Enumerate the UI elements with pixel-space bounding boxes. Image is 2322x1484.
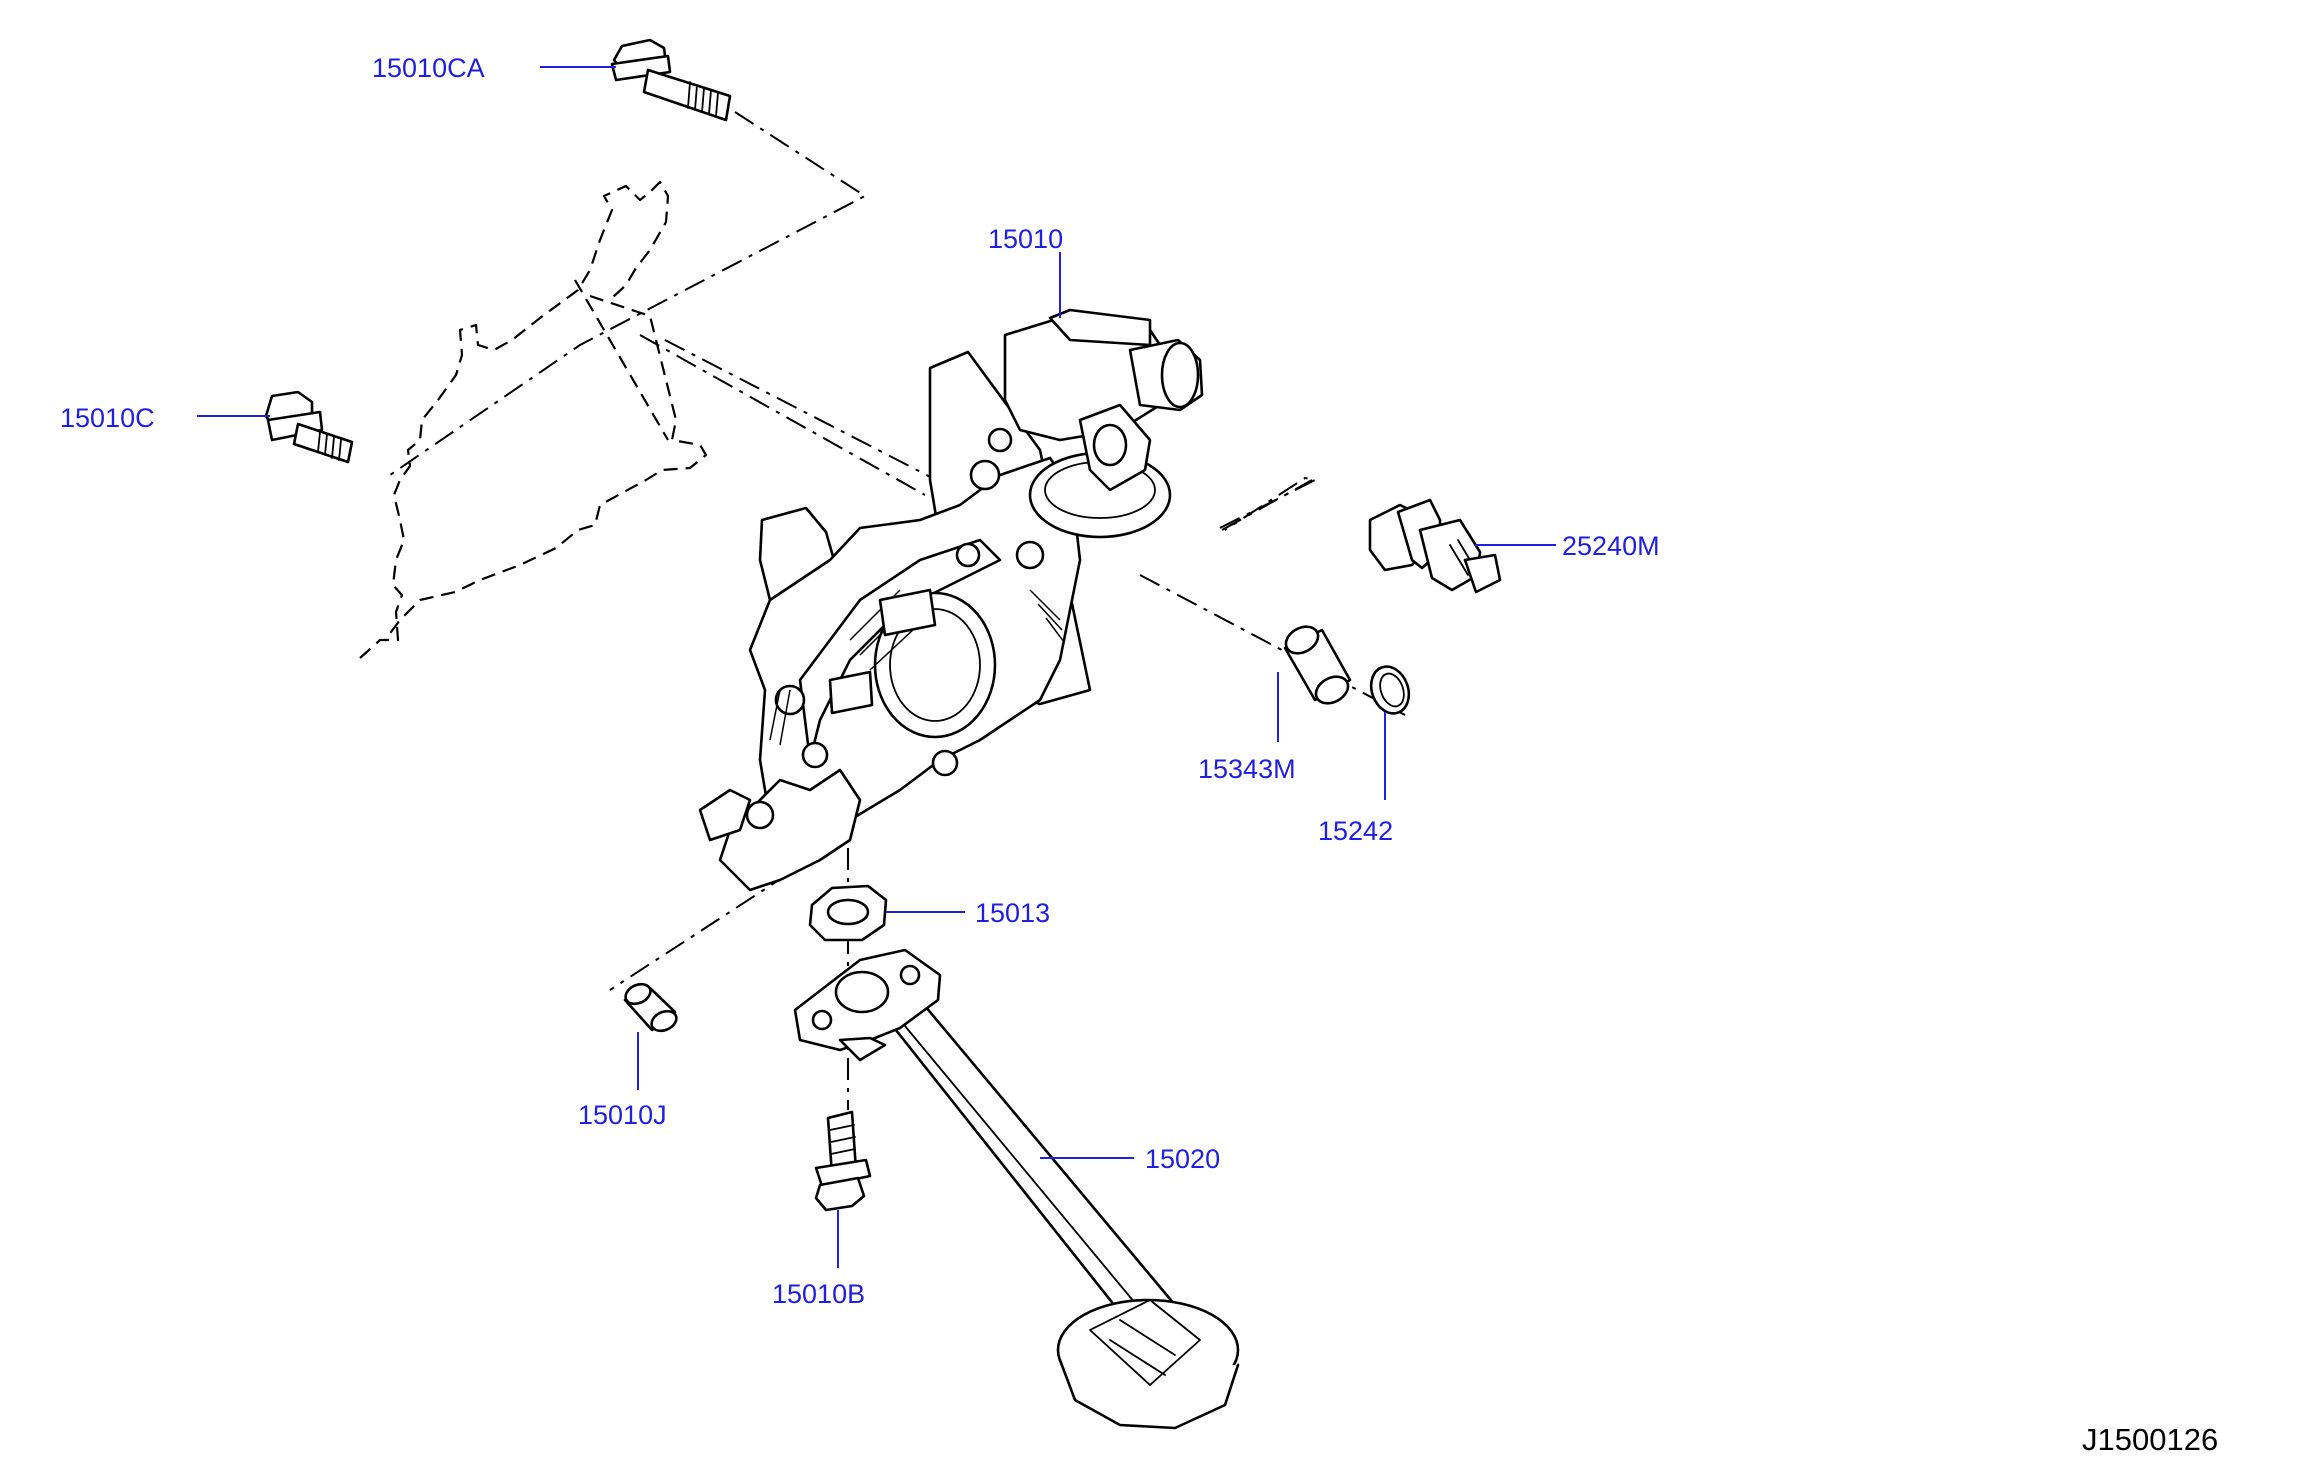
callout-15010CA[interactable]: 15010CA (372, 53, 485, 83)
bolt-15010C[interactable] (264, 390, 354, 464)
oil-pump-15010[interactable] (698, 308, 1204, 892)
leader-lines (197, 66, 1556, 1268)
callout-15013[interactable]: 15013 (975, 898, 1050, 928)
callout-labels: 15010CA 15010C 15010 25240M 15343M 15242… (60, 53, 1660, 1309)
relief-plug-15343M[interactable] (1281, 621, 1352, 708)
pressure-switch-25240M[interactable] (1368, 498, 1502, 594)
diagram-code: J1500126 (2082, 1422, 2218, 1457)
callout-15010B[interactable]: 15010B (772, 1279, 865, 1309)
gasket-15013[interactable] (808, 884, 888, 942)
callout-15010J[interactable]: 15010J (578, 1100, 667, 1130)
snap-ring-15242[interactable] (1365, 661, 1415, 718)
engine-block-outline (359, 180, 708, 659)
oil-strainer-15020[interactable] (793, 948, 1240, 1430)
callout-15343M[interactable]: 15343M (1198, 754, 1296, 784)
callout-15020[interactable]: 15020 (1145, 1144, 1220, 1174)
bolt-15010CA[interactable] (610, 38, 732, 122)
callout-15010C[interactable]: 15010C (60, 403, 155, 433)
stud-15010B[interactable] (814, 1110, 872, 1212)
callout-25240M[interactable]: 25240M (1562, 531, 1660, 561)
callout-15242[interactable]: 15242 (1318, 816, 1393, 846)
callout-15010[interactable]: 15010 (988, 224, 1063, 254)
dowel-15010J[interactable] (622, 980, 679, 1034)
